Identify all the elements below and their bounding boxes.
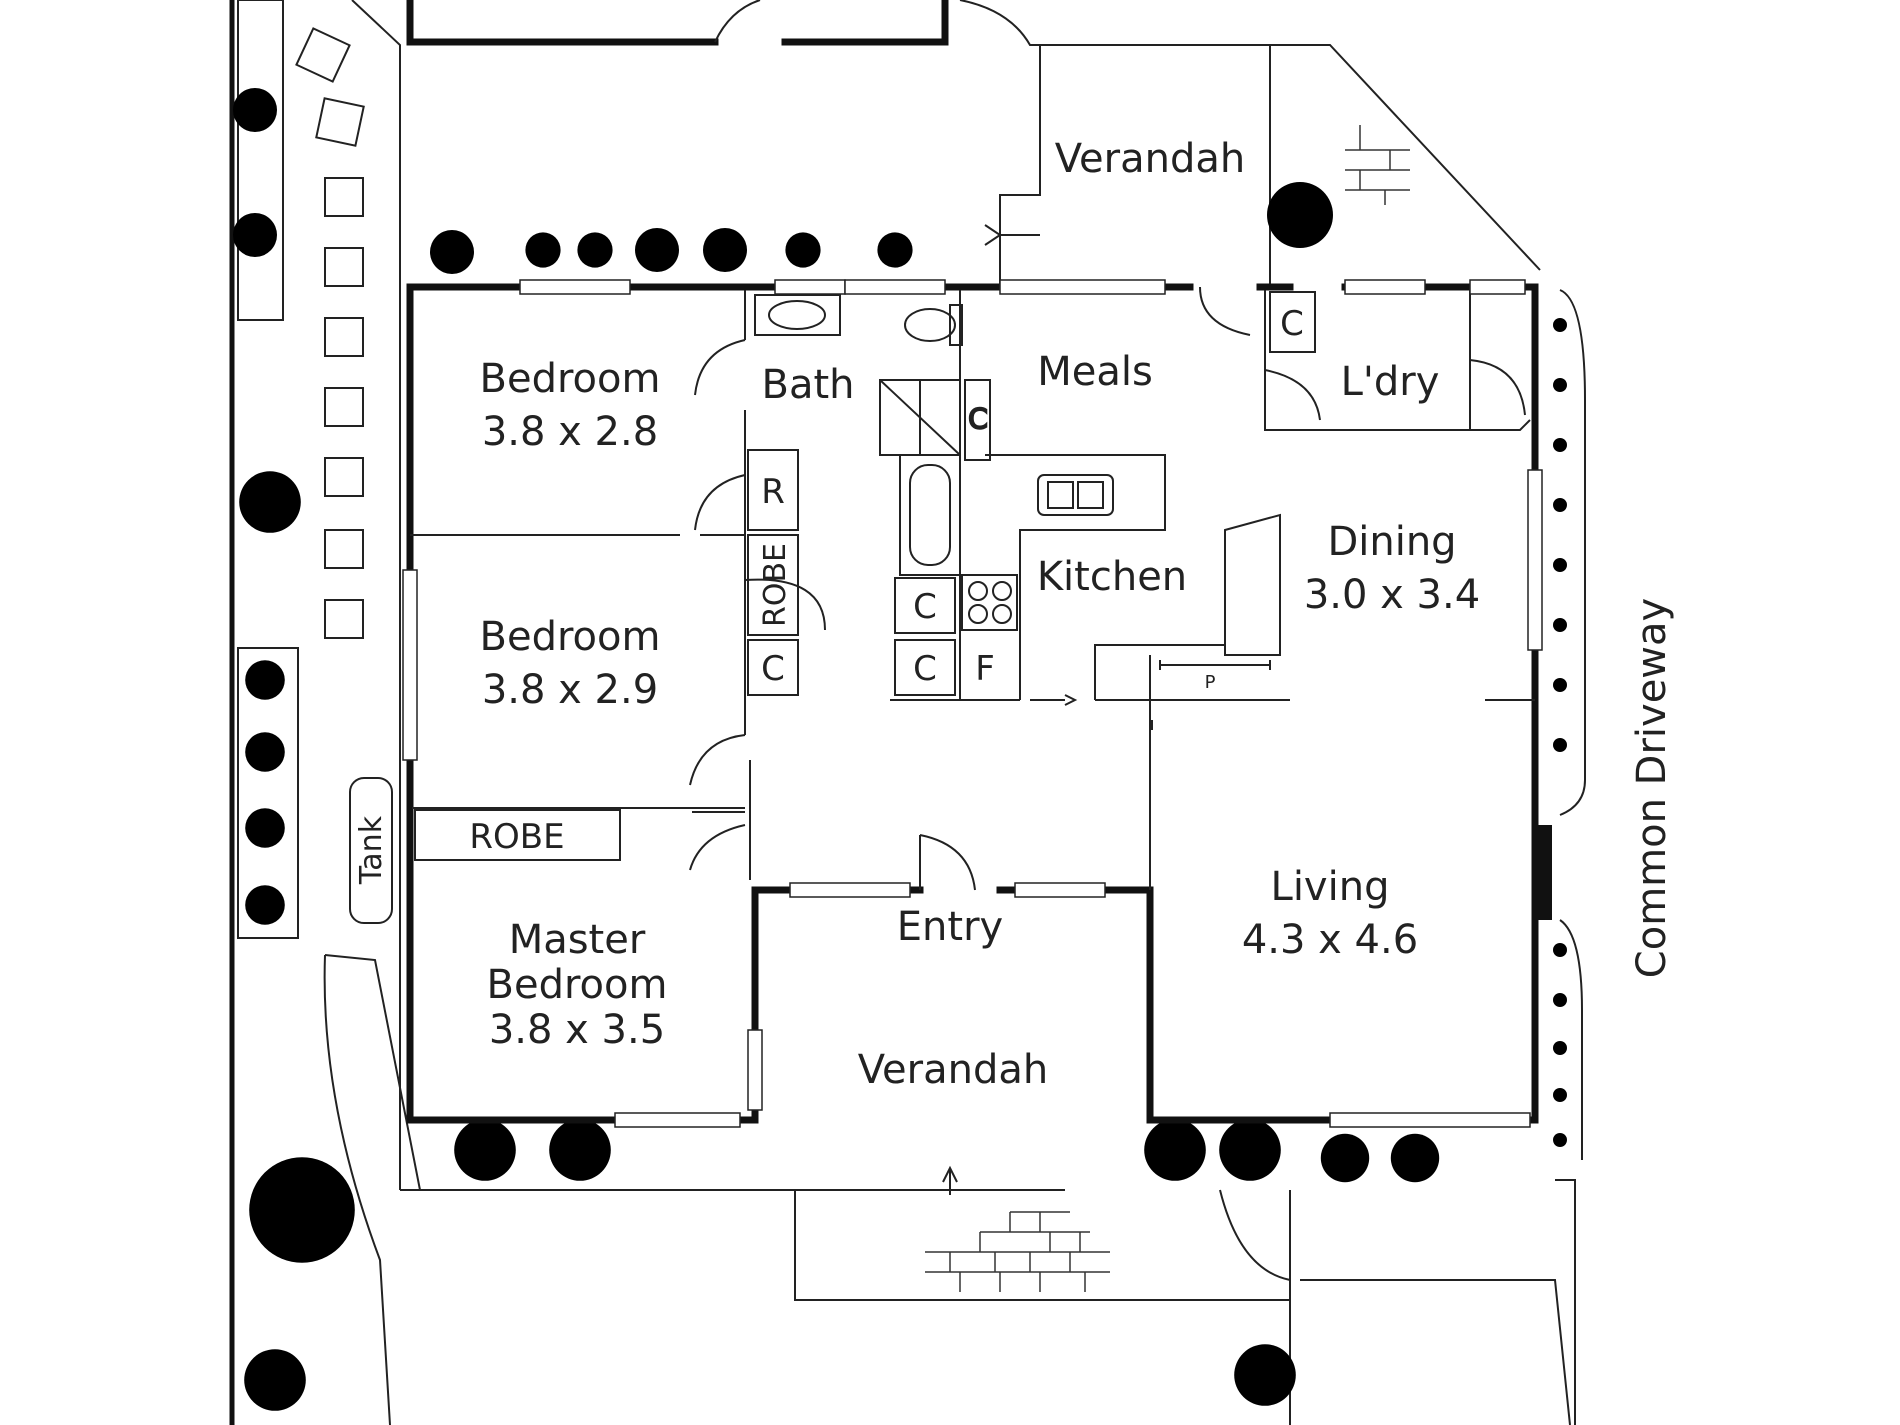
room-label-rear-verandah: Verandah bbox=[1055, 136, 1245, 182]
label-robe-master: ROBE bbox=[469, 817, 564, 857]
label-cupboard-kitchen-2: C bbox=[913, 649, 937, 689]
bath-fixtures: C bbox=[754, 294, 991, 576]
label-pantry: P bbox=[1205, 672, 1216, 693]
storage-units bbox=[349, 291, 1316, 924]
fixture-labels: R ROBE C C C F P C ROBE Tank bbox=[354, 304, 1304, 885]
room-label-laundry: L'dry bbox=[1341, 359, 1440, 405]
room-label-bedroom-1: Bedroom bbox=[480, 356, 661, 402]
brick-paving-front bbox=[925, 1211, 1110, 1292]
label-robe-vertical: ROBE bbox=[758, 543, 793, 627]
label-fridge: F bbox=[975, 649, 995, 689]
stepping-stones bbox=[295, 27, 365, 639]
room-label-front-verandah: Verandah bbox=[858, 1047, 1048, 1093]
room-label-bath: Bath bbox=[762, 362, 855, 408]
label-robe-r: R bbox=[761, 472, 785, 512]
door-swings bbox=[689, 286, 1526, 891]
room-label-bedroom-2: Bedroom bbox=[480, 614, 661, 660]
svg-text:C: C bbox=[968, 402, 988, 435]
room-size-master: 3.8 x 3.5 bbox=[489, 1007, 665, 1053]
entry-arrow bbox=[942, 1165, 958, 1195]
room-size-bedroom-2: 3.8 x 2.9 bbox=[482, 667, 658, 713]
room-size-dining: 3.0 x 3.4 bbox=[1304, 572, 1480, 618]
site-boundary bbox=[229, 0, 1586, 1425]
label-tank: Tank bbox=[354, 815, 389, 885]
room-labels: Verandah Bedroom 3.8 x 2.8 Bath Meals L'… bbox=[480, 136, 1481, 1093]
room-label-master-1: Master bbox=[509, 917, 646, 963]
room-label-dining: Dining bbox=[1327, 519, 1456, 565]
room-label-living: Living bbox=[1271, 864, 1390, 910]
driveway-shrub-dots bbox=[1553, 318, 1567, 1147]
windows bbox=[402, 279, 1543, 1128]
room-label-kitchen: Kitchen bbox=[1037, 554, 1187, 600]
room-size-bedroom-1: 3.8 x 2.8 bbox=[482, 409, 658, 455]
brick-paving-rear bbox=[1345, 125, 1410, 205]
label-cupboard-bedroom: C bbox=[761, 649, 785, 689]
room-label-meals: Meals bbox=[1037, 349, 1153, 395]
room-size-living: 4.3 x 4.6 bbox=[1242, 917, 1418, 963]
label-cupboard-laundry: C bbox=[1280, 304, 1304, 344]
room-label-entry: Entry bbox=[897, 904, 1003, 950]
rear-outbuilding bbox=[406, 0, 1541, 285]
kitchen-fittings bbox=[961, 454, 1281, 730]
room-label-master-2: Bedroom bbox=[487, 962, 668, 1008]
label-common-driveway: Common Driveway bbox=[1629, 598, 1675, 978]
label-cupboard-kitchen-1: C bbox=[913, 587, 937, 627]
